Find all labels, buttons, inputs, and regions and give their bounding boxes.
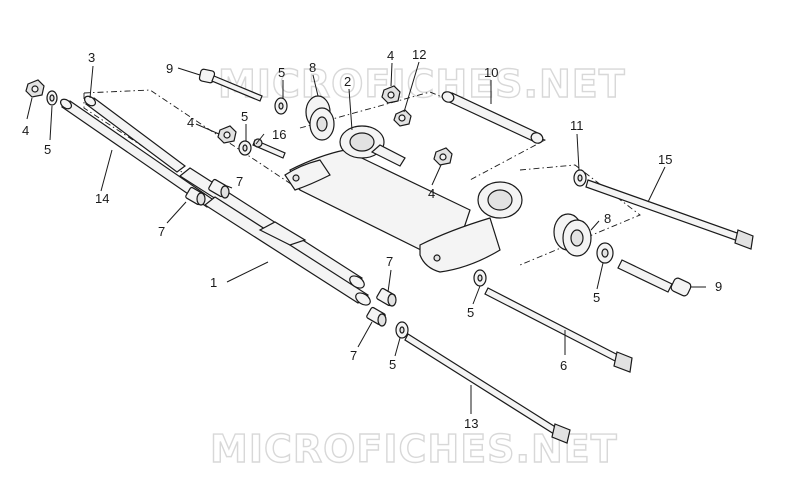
callout-10: 10: [484, 65, 498, 80]
callout-9-lower: 9: [715, 279, 722, 294]
nut-4-far-left: [25, 79, 45, 98]
bushing-7-upper-right: [376, 287, 397, 307]
bushing-7-upper-left: [208, 178, 230, 199]
callout-15: 15: [658, 152, 672, 167]
callout-4-far-left: 4: [22, 123, 29, 138]
spacer-tube-part-10: [441, 91, 544, 144]
nut-4-center: [433, 147, 453, 166]
tube-part-3: [83, 95, 187, 173]
callout-4-center: 4: [428, 186, 435, 201]
bushing-7-lower-right: [366, 306, 387, 327]
callout-5-right: 5: [593, 290, 600, 305]
washer-5-right: [596, 242, 614, 264]
washer-5-far-left: [46, 90, 58, 106]
callout-8-upper: 8: [309, 60, 316, 75]
washer-5-left: [238, 140, 252, 156]
callout-3: 3: [88, 50, 95, 65]
callout-12: 12: [412, 47, 426, 62]
callout-5-upper: 5: [278, 65, 285, 80]
silentblock-8-upper: [305, 95, 335, 141]
washer-5-lower: [395, 321, 409, 339]
washer-5-center: [473, 269, 487, 287]
nut-4-top: [381, 85, 401, 104]
callout-5-lower: 5: [389, 357, 396, 372]
callout-16: 16: [272, 127, 286, 142]
callout-13: 13: [464, 416, 478, 431]
bolt-9-upper: [198, 68, 263, 102]
leader-lines: [26, 61, 706, 414]
nut-4-left: [217, 125, 237, 144]
callout-14: 14: [95, 191, 109, 206]
callout-7-upper-left: 7: [236, 174, 243, 189]
callout-labels: 3 9 5 8 2 4 12 10 4 5 16 11 15 4 7 7 14 …: [22, 47, 722, 431]
callout-6: 6: [560, 358, 567, 373]
watermark-top: MICROFICHES.NET: [218, 62, 626, 106]
callout-8-lower: 8: [604, 211, 611, 226]
bushing-7-lower-left: [185, 186, 206, 206]
callout-9-upper: 9: [166, 61, 173, 76]
bolt-9-lower: [617, 259, 692, 297]
callout-11: 11: [570, 118, 584, 133]
bolt-15: [585, 179, 754, 250]
watermark-bottom: MICROFICHES.NET: [210, 427, 618, 471]
washer-11: [573, 169, 587, 187]
silentblock-8-lower: [553, 213, 592, 257]
callout-4-top: 4: [387, 48, 394, 63]
nut-12: [393, 109, 412, 127]
callout-5-left: 5: [241, 109, 248, 124]
assembly-line-top: [299, 91, 547, 181]
callout-7-lower-left: 7: [158, 224, 165, 239]
callout-5-far-left: 5: [44, 142, 51, 157]
callout-2: 2: [344, 74, 351, 89]
bolt-6: [484, 287, 633, 373]
stud-16: [252, 138, 286, 159]
washer-5-upper: [274, 97, 288, 115]
callout-4-left: 4: [187, 115, 194, 130]
swingarm-body-part-2: [284, 125, 523, 273]
callout-1: 1: [210, 275, 217, 290]
callout-5-center: 5: [467, 305, 474, 320]
bolt-13: [404, 333, 571, 444]
callout-7-lower-right: 7: [350, 348, 357, 363]
callout-7-upper-right: 7: [386, 254, 393, 269]
